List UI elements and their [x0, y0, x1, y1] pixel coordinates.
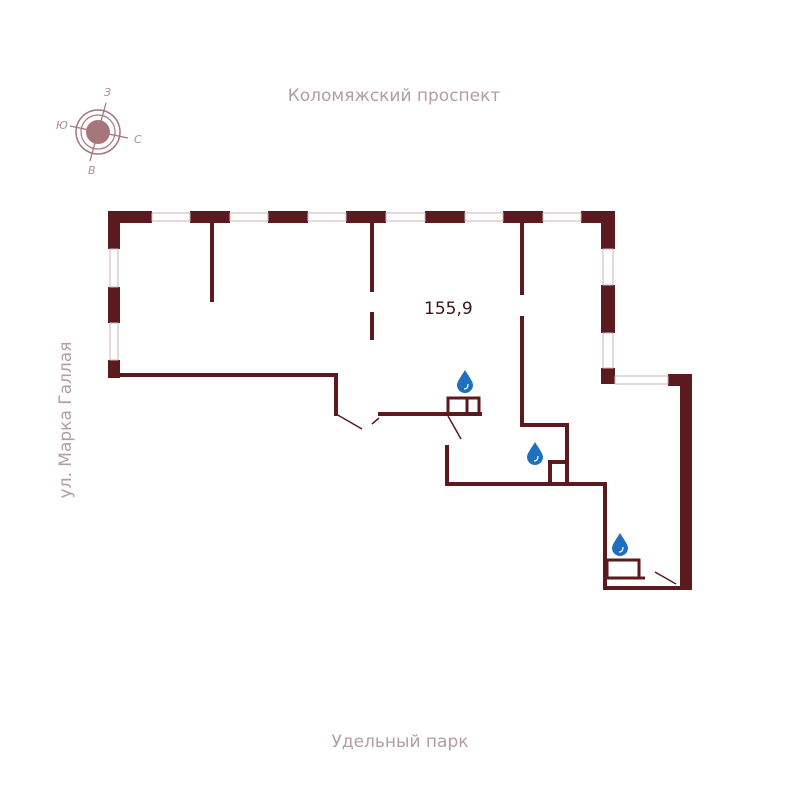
street-label-bottom: Удельный парк — [331, 732, 469, 752]
water-drop-icon — [457, 370, 628, 556]
area-label: 155,9 — [424, 299, 473, 319]
compass-east-label: С — [134, 133, 142, 146]
compass-west-label: Ю — [56, 119, 68, 132]
window-icon — [109, 212, 669, 385]
compass-south-label: В — [88, 164, 96, 177]
interior-walls — [108, 221, 682, 590]
exterior-walls — [108, 211, 692, 590]
street-label-top: Коломяжский проспект — [287, 86, 501, 106]
fixture-icon — [446, 396, 645, 580]
compass-icon — [69, 102, 129, 162]
compass-north-label: З — [104, 86, 112, 99]
door-icon — [335, 413, 677, 585]
